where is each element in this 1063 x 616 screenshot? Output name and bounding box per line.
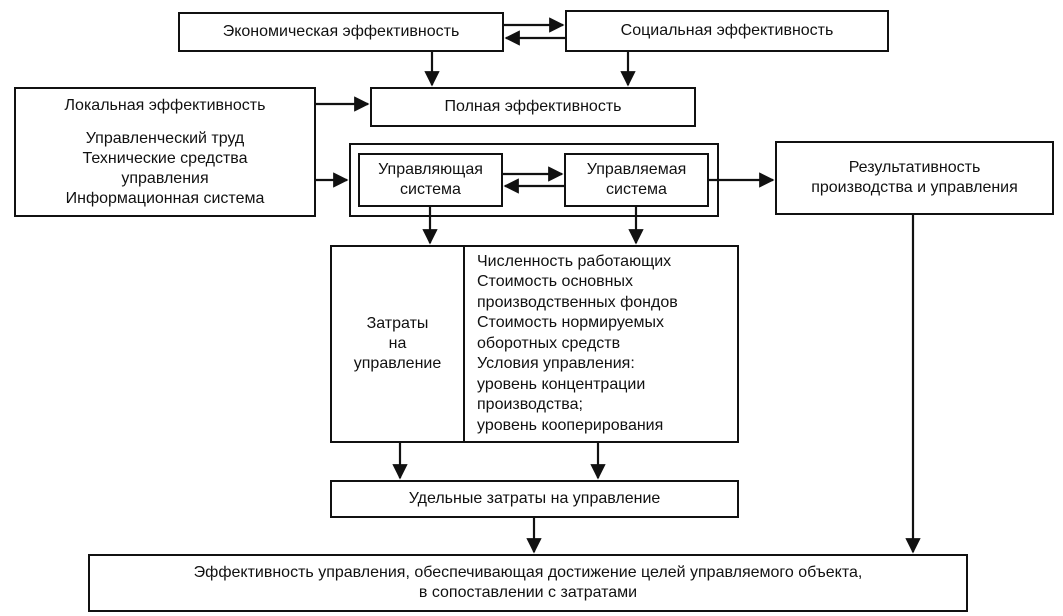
management-costs-label: Затраты на управление (353, 315, 442, 372)
specific-costs-label: Удельные затраты на управление (408, 490, 661, 507)
managed-system-label: Управляемая система (586, 161, 687, 198)
cost-factors-box: Численность работающих Стоимость основны… (463, 245, 739, 443)
management-costs-box: Затраты на управление (330, 245, 465, 443)
performance-label: Результативность производства и управлен… (811, 159, 1018, 196)
managed-system-box: Управляемая система (564, 153, 709, 207)
social-efficiency-box: Социальная эффективность (565, 10, 889, 52)
economic-efficiency-label: Экономическая эффективность (222, 23, 460, 40)
local-efficiency-label: Локальная эффективность (64, 97, 266, 114)
full-efficiency-box: Полная эффективность (370, 87, 696, 127)
cost-factors-list: Численность работающих Стоимость основны… (477, 252, 678, 434)
managing-system-box: Управляющая система (358, 153, 503, 207)
performance-box: Результативность производства и управлен… (775, 141, 1054, 215)
full-efficiency-label: Полная эффективность (444, 98, 622, 115)
management-resources-box: Управленческий труд Технические средства… (14, 123, 316, 217)
local-efficiency-header: Локальная эффективность (14, 87, 316, 125)
specific-costs-box: Удельные затраты на управление (330, 480, 739, 518)
economic-efficiency-box: Экономическая эффективность (178, 12, 504, 52)
management-resources-label: Управленческий труд Технические средства… (65, 130, 265, 207)
managing-system-label: Управляющая система (378, 161, 483, 198)
management-efficiency-box: Эффективность управления, обеспечивающая… (88, 554, 968, 612)
management-efficiency-label: Эффективность управления, обеспечивающая… (193, 564, 863, 601)
social-efficiency-label: Социальная эффективность (620, 22, 834, 39)
